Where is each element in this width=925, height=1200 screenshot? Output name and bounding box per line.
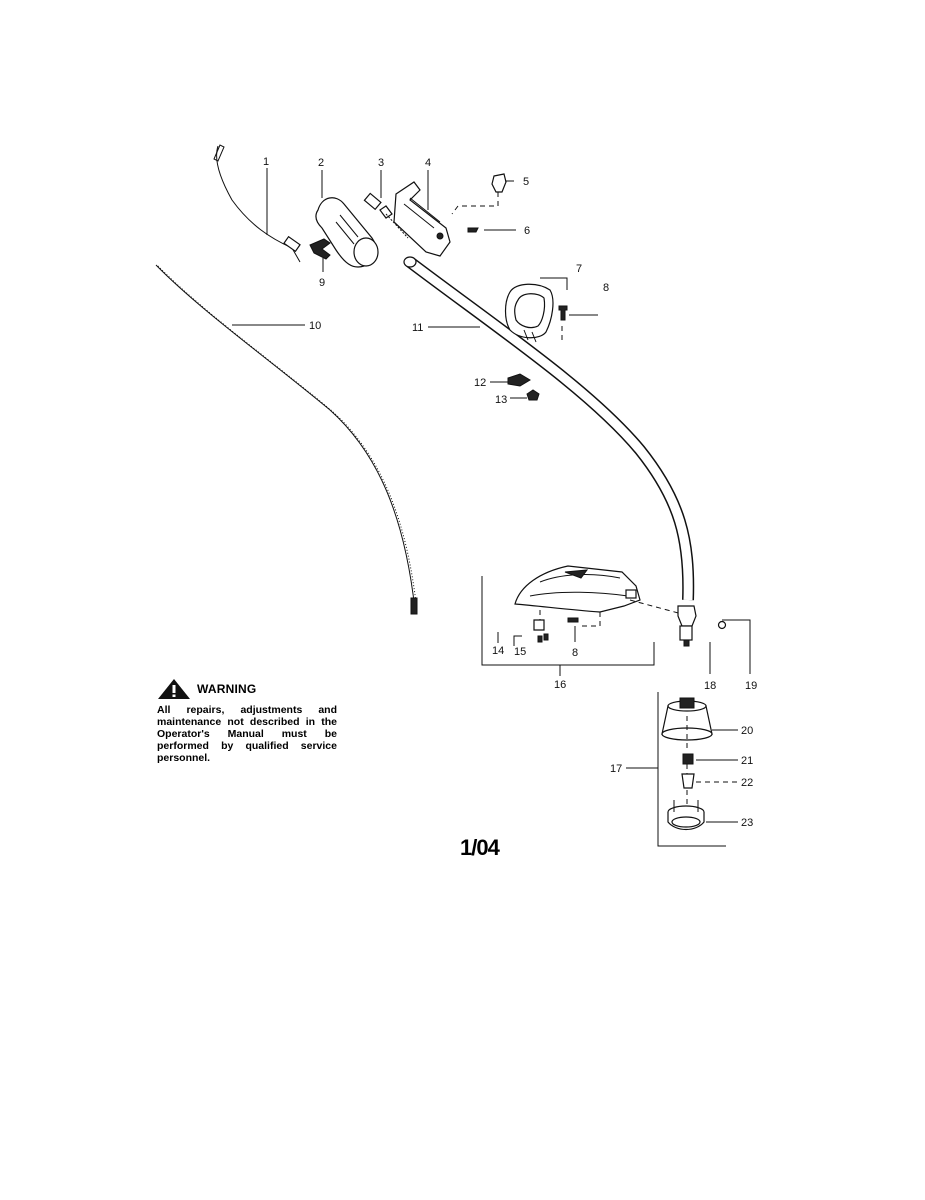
label-1: 1 <box>263 156 269 168</box>
label-16: 16 <box>554 679 566 691</box>
bolt-8 <box>558 305 568 321</box>
spring <box>363 192 409 239</box>
warning-header: WARNING <box>157 678 337 700</box>
label-19: 19 <box>745 680 757 692</box>
label-4: 4 <box>425 157 431 169</box>
spring-22 <box>681 773 695 789</box>
label-21: 21 <box>741 755 753 767</box>
grass-shield <box>514 565 641 613</box>
drive-tube <box>403 256 695 601</box>
warning-triangle-icon <box>158 679 190 699</box>
gear-head <box>677 605 697 647</box>
wing-nut-13 <box>526 389 540 401</box>
bracket-14 <box>533 619 545 631</box>
nut-19 <box>717 620 727 630</box>
label-5: 5 <box>523 176 529 188</box>
label-6: 6 <box>524 225 530 237</box>
label-9: 9 <box>319 277 325 289</box>
throttle-cable <box>213 144 301 263</box>
handle-grip <box>315 197 379 268</box>
label-20: 20 <box>741 725 753 737</box>
label-22: 22 <box>741 777 753 789</box>
label-11: 11 <box>412 322 423 334</box>
screw-6 <box>467 227 479 233</box>
assist-handle <box>504 283 554 343</box>
spool-nut-21 <box>682 753 694 765</box>
spool-23 <box>667 800 705 831</box>
label-8-shield: 8 <box>572 647 578 659</box>
page-code: 1/04 <box>460 835 500 860</box>
label-23: 23 <box>741 817 753 829</box>
label-3: 3 <box>378 157 384 169</box>
label-15: 15 <box>514 646 526 658</box>
label-12: 12 <box>474 377 486 389</box>
flex-drive-shaft <box>155 264 418 615</box>
stop-switch <box>491 173 507 193</box>
label-13: 13 <box>495 394 507 406</box>
handle-housing <box>393 181 451 257</box>
label-14: 14 <box>492 645 504 657</box>
throttle-trigger <box>309 238 331 260</box>
clamp-12 <box>507 373 531 387</box>
label-2: 2 <box>318 157 324 169</box>
bolt-8-shield <box>567 617 579 623</box>
screws-15 <box>537 633 549 643</box>
warning-title: WARNING <box>197 682 257 696</box>
warning-notice: WARNING All repairs, adjustments and mai… <box>157 678 337 764</box>
warning-text: All repairs, adjustments and maintenance… <box>157 704 337 764</box>
label-17: 17 <box>610 763 622 775</box>
label-18: 18 <box>704 680 716 692</box>
label-8-handle: 8 <box>603 282 609 294</box>
label-10: 10 <box>309 320 321 332</box>
label-7: 7 <box>576 263 582 275</box>
